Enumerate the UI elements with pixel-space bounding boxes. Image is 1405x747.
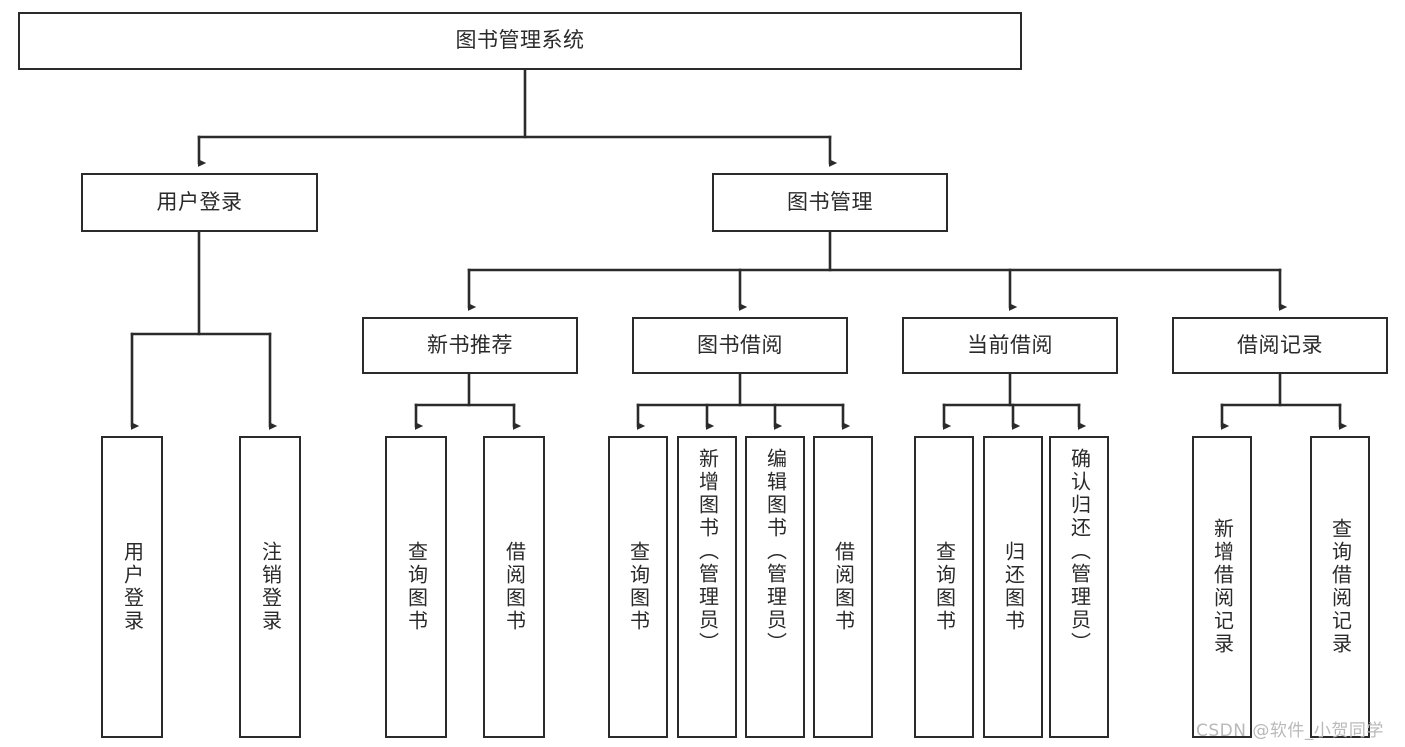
- node-label: 借阅记录: [1237, 332, 1323, 357]
- node-label: 借阅图书: [831, 541, 856, 633]
- node-current-borrow[interactable]: 当前借阅: [902, 317, 1118, 374]
- node-leaf-query-book-3[interactable]: 查询图书: [914, 436, 974, 738]
- node-label: 新书推荐: [427, 332, 513, 357]
- node-label: 归还图书: [1001, 541, 1026, 633]
- node-label: 新增借阅记录: [1210, 518, 1235, 656]
- node-label: 查询借阅记录: [1328, 518, 1353, 656]
- node-label: 注销登录: [258, 541, 283, 633]
- node-leaf-edit-book[interactable]: 编辑图书（管理员）: [745, 436, 805, 738]
- node-leaf-add-record[interactable]: 新增借阅记录: [1192, 436, 1252, 738]
- node-root-system[interactable]: 图书管理系统: [18, 12, 1022, 70]
- node-leaf-confirm-return[interactable]: 确认归还（管理员）: [1049, 436, 1109, 738]
- node-leaf-query-book-1[interactable]: 查询图书: [385, 436, 447, 738]
- node-leaf-query-book-2[interactable]: 查询图书: [608, 436, 668, 738]
- node-label: 新增图书（管理员）: [695, 448, 720, 655]
- node-leaf-return-book[interactable]: 归还图书: [983, 436, 1043, 738]
- node-label: 用户登录: [120, 541, 145, 633]
- node-leaf-borrow-book-1[interactable]: 借阅图书: [483, 436, 545, 738]
- node-book-manage[interactable]: 图书管理: [712, 173, 948, 232]
- node-label: 当前借阅: [967, 332, 1053, 357]
- node-user-login[interactable]: 用户登录: [81, 173, 318, 232]
- node-new-book-rec[interactable]: 新书推荐: [362, 317, 578, 374]
- node-label: 用户登录: [156, 189, 243, 214]
- node-leaf-logout[interactable]: 注销登录: [239, 436, 301, 738]
- node-label: 图书借阅: [697, 332, 783, 357]
- node-label: 图书管理系统: [455, 28, 585, 53]
- node-leaf-user-login[interactable]: 用户登录: [101, 436, 163, 738]
- node-book-borrow[interactable]: 图书借阅: [632, 317, 848, 374]
- node-leaf-query-record[interactable]: 查询借阅记录: [1310, 436, 1370, 738]
- node-leaf-borrow-book-2[interactable]: 借阅图书: [813, 436, 873, 738]
- node-label: 借阅图书: [502, 541, 527, 633]
- node-label: 查询图书: [626, 541, 651, 633]
- node-label: 图书管理: [787, 189, 873, 214]
- node-borrow-record[interactable]: 借阅记录: [1172, 317, 1388, 374]
- node-leaf-add-book[interactable]: 新增图书（管理员）: [677, 436, 737, 738]
- node-label: 查询图书: [932, 541, 957, 633]
- node-label: 编辑图书（管理员）: [763, 448, 788, 655]
- csdn-watermark: CSDN @软件_小贺同学: [1196, 721, 1384, 741]
- node-label: 确认归还（管理员）: [1067, 448, 1092, 655]
- node-label: 查询图书: [404, 541, 429, 633]
